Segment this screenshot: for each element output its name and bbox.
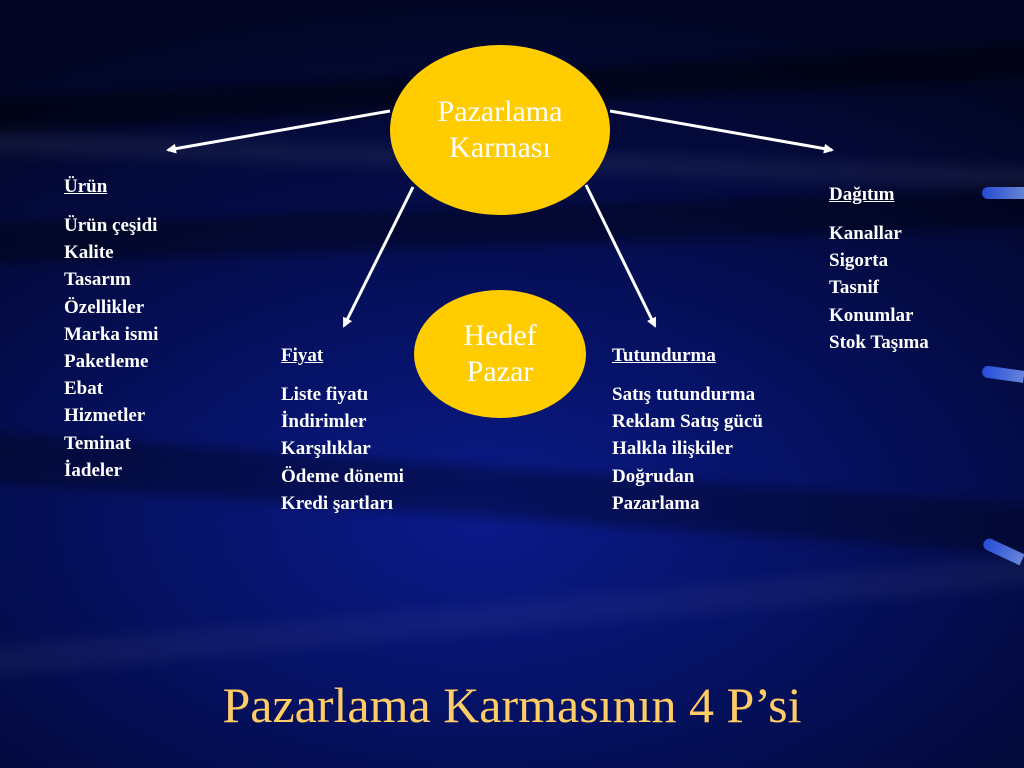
arrow-to-urun: [166, 109, 391, 154]
urun-item: Ürün çeşidi: [64, 215, 158, 236]
tutundurma-item: Satış tutundurma: [612, 384, 756, 405]
tutundurma-group: Tutundurma Satış tutundurma Reklam Satış…: [612, 345, 763, 517]
fiyat-item: Karşılıklar: [281, 438, 371, 460]
urun-item: Özellikler: [64, 296, 145, 318]
urun-item: Teminat: [64, 432, 131, 454]
arrow-to-tutundurma: [584, 184, 657, 328]
dagitim-item: Stok Taşıma: [829, 331, 929, 353]
urun-item: Tasarım: [64, 269, 131, 291]
tutundurma-item: Pazarlama: [612, 492, 700, 514]
urun-item: Ebat: [64, 378, 104, 400]
tutundurma-item: Halkla ilişkiler: [612, 438, 733, 460]
tutundurma-item: Reklam Satış gücü: [612, 411, 763, 433]
center-line2: Karması: [449, 131, 551, 164]
urun-heading: Ürün: [64, 176, 108, 197]
urun-item: Kalite: [64, 242, 114, 264]
dagitim-item: Tasnif: [829, 277, 879, 299]
fiyat-item: Kredi şartları: [281, 492, 394, 514]
urun-item: Paketleme: [64, 351, 149, 373]
arrow-to-fiyat: [342, 186, 415, 328]
slide-title: Pazarlama Karmasının 4 P’si: [222, 677, 802, 733]
fiyat-item: İndirimler: [281, 411, 367, 433]
target-line1: Hedef: [463, 319, 537, 352]
urun-group: Ürün Ürün çeşidi Kalite Tasarım Özellikl…: [64, 176, 158, 484]
dagitim-item: Sigorta: [829, 250, 889, 272]
dagitim-group: Dağıtım Kanallar Sigorta Tasnif Konumlar…: [829, 184, 929, 356]
fiyat-item: Ödeme dönemi: [281, 465, 404, 487]
urun-item: Marka ismi: [64, 323, 159, 345]
tutundurma-heading: Tutundurma: [612, 345, 716, 366]
dagitim-item: Kanallar: [829, 223, 902, 244]
edge-accent: [982, 187, 1024, 199]
fiyat-item: Liste fiyatı: [281, 384, 369, 405]
urun-item: Hizmetler: [64, 405, 146, 427]
pazarlama-karmasi-oval: Pazarlama Karması: [390, 45, 610, 215]
arrow-to-dagitim: [609, 109, 834, 154]
fiyat-group: Fiyat Liste fiyatı İndirimler Karşılıkla…: [281, 345, 404, 517]
dagitim-heading: Dağıtım: [829, 184, 895, 205]
target-line2: Pazar: [466, 355, 534, 388]
hedef-pazar-oval: Hedef Pazar: [414, 290, 586, 418]
tutundurma-item: Doğrudan: [612, 465, 695, 487]
dagitim-item: Konumlar: [829, 304, 914, 326]
fiyat-heading: Fiyat: [281, 345, 324, 366]
urun-item: İadeler: [64, 459, 123, 481]
center-line1: Pazarlama: [437, 95, 563, 128]
